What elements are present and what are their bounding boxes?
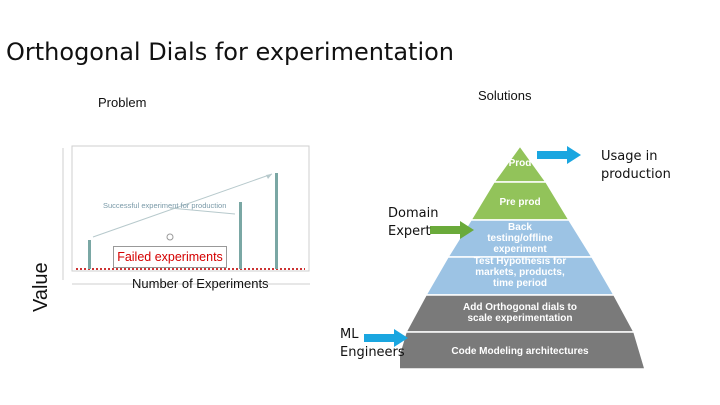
trend-arrow — [92, 173, 273, 238]
experiment-bar-3 — [275, 173, 278, 269]
x-axis-label: Number of Experiments — [132, 276, 269, 291]
pyramid-label-code-modeling: Code Modeling architectures — [451, 346, 589, 357]
ml-engineers-label: ML Engineers — [340, 326, 405, 362]
ml-label-line-2: Engineers — [340, 345, 405, 360]
domain-label-line-2: Expert — [388, 224, 431, 239]
trend-arrow-head — [266, 174, 272, 179]
pyramid-label-backtesting: Back testing/offline experiment — [487, 222, 553, 254]
failed-experiments-label: Failed experiments — [113, 246, 227, 268]
usage-label-line-1: Usage in — [601, 149, 658, 164]
experiment-bar-1 — [88, 240, 91, 269]
problem-heading: Problem — [98, 95, 147, 110]
usage-arrow-icon — [537, 146, 581, 164]
pyramid-label-prod: Prod — [508, 158, 532, 169]
annotation-pointer — [169, 207, 236, 215]
ml-label-line-1: ML — [340, 327, 359, 342]
solutions-pyramid — [400, 144, 647, 370]
y-axis-label-container: Value — [30, 242, 58, 312]
pyramid-layer-code-modeling — [400, 331, 647, 370]
usage-label-line-2: production — [601, 167, 671, 182]
pyramid-label-hypothesis: Test Hypothesis for markets, products, t… — [473, 256, 567, 289]
pyramid-label-orthogonal-dials: Add Orthogonal dials to scale experiment… — [463, 302, 577, 324]
domain-expert-arrow-icon — [430, 221, 474, 239]
experiment-bar-2 — [239, 202, 242, 269]
success-annotation: Successful experiment for production — [103, 201, 227, 210]
solutions-heading: Solutions — [478, 88, 532, 103]
domain-expert-label: Domain Expert — [388, 205, 438, 241]
usage-in-production-label: Usage in production — [601, 148, 671, 184]
y-axis-label: Value — [30, 262, 52, 312]
slide-title: Orthogonal Dials for experimentation — [6, 38, 455, 66]
ml-engineers-arrow-icon — [364, 329, 408, 347]
domain-label-line-1: Domain — [388, 206, 439, 221]
pyramid-label-preprod: Pre prod — [499, 197, 541, 208]
rotate-handle — [166, 233, 174, 241]
